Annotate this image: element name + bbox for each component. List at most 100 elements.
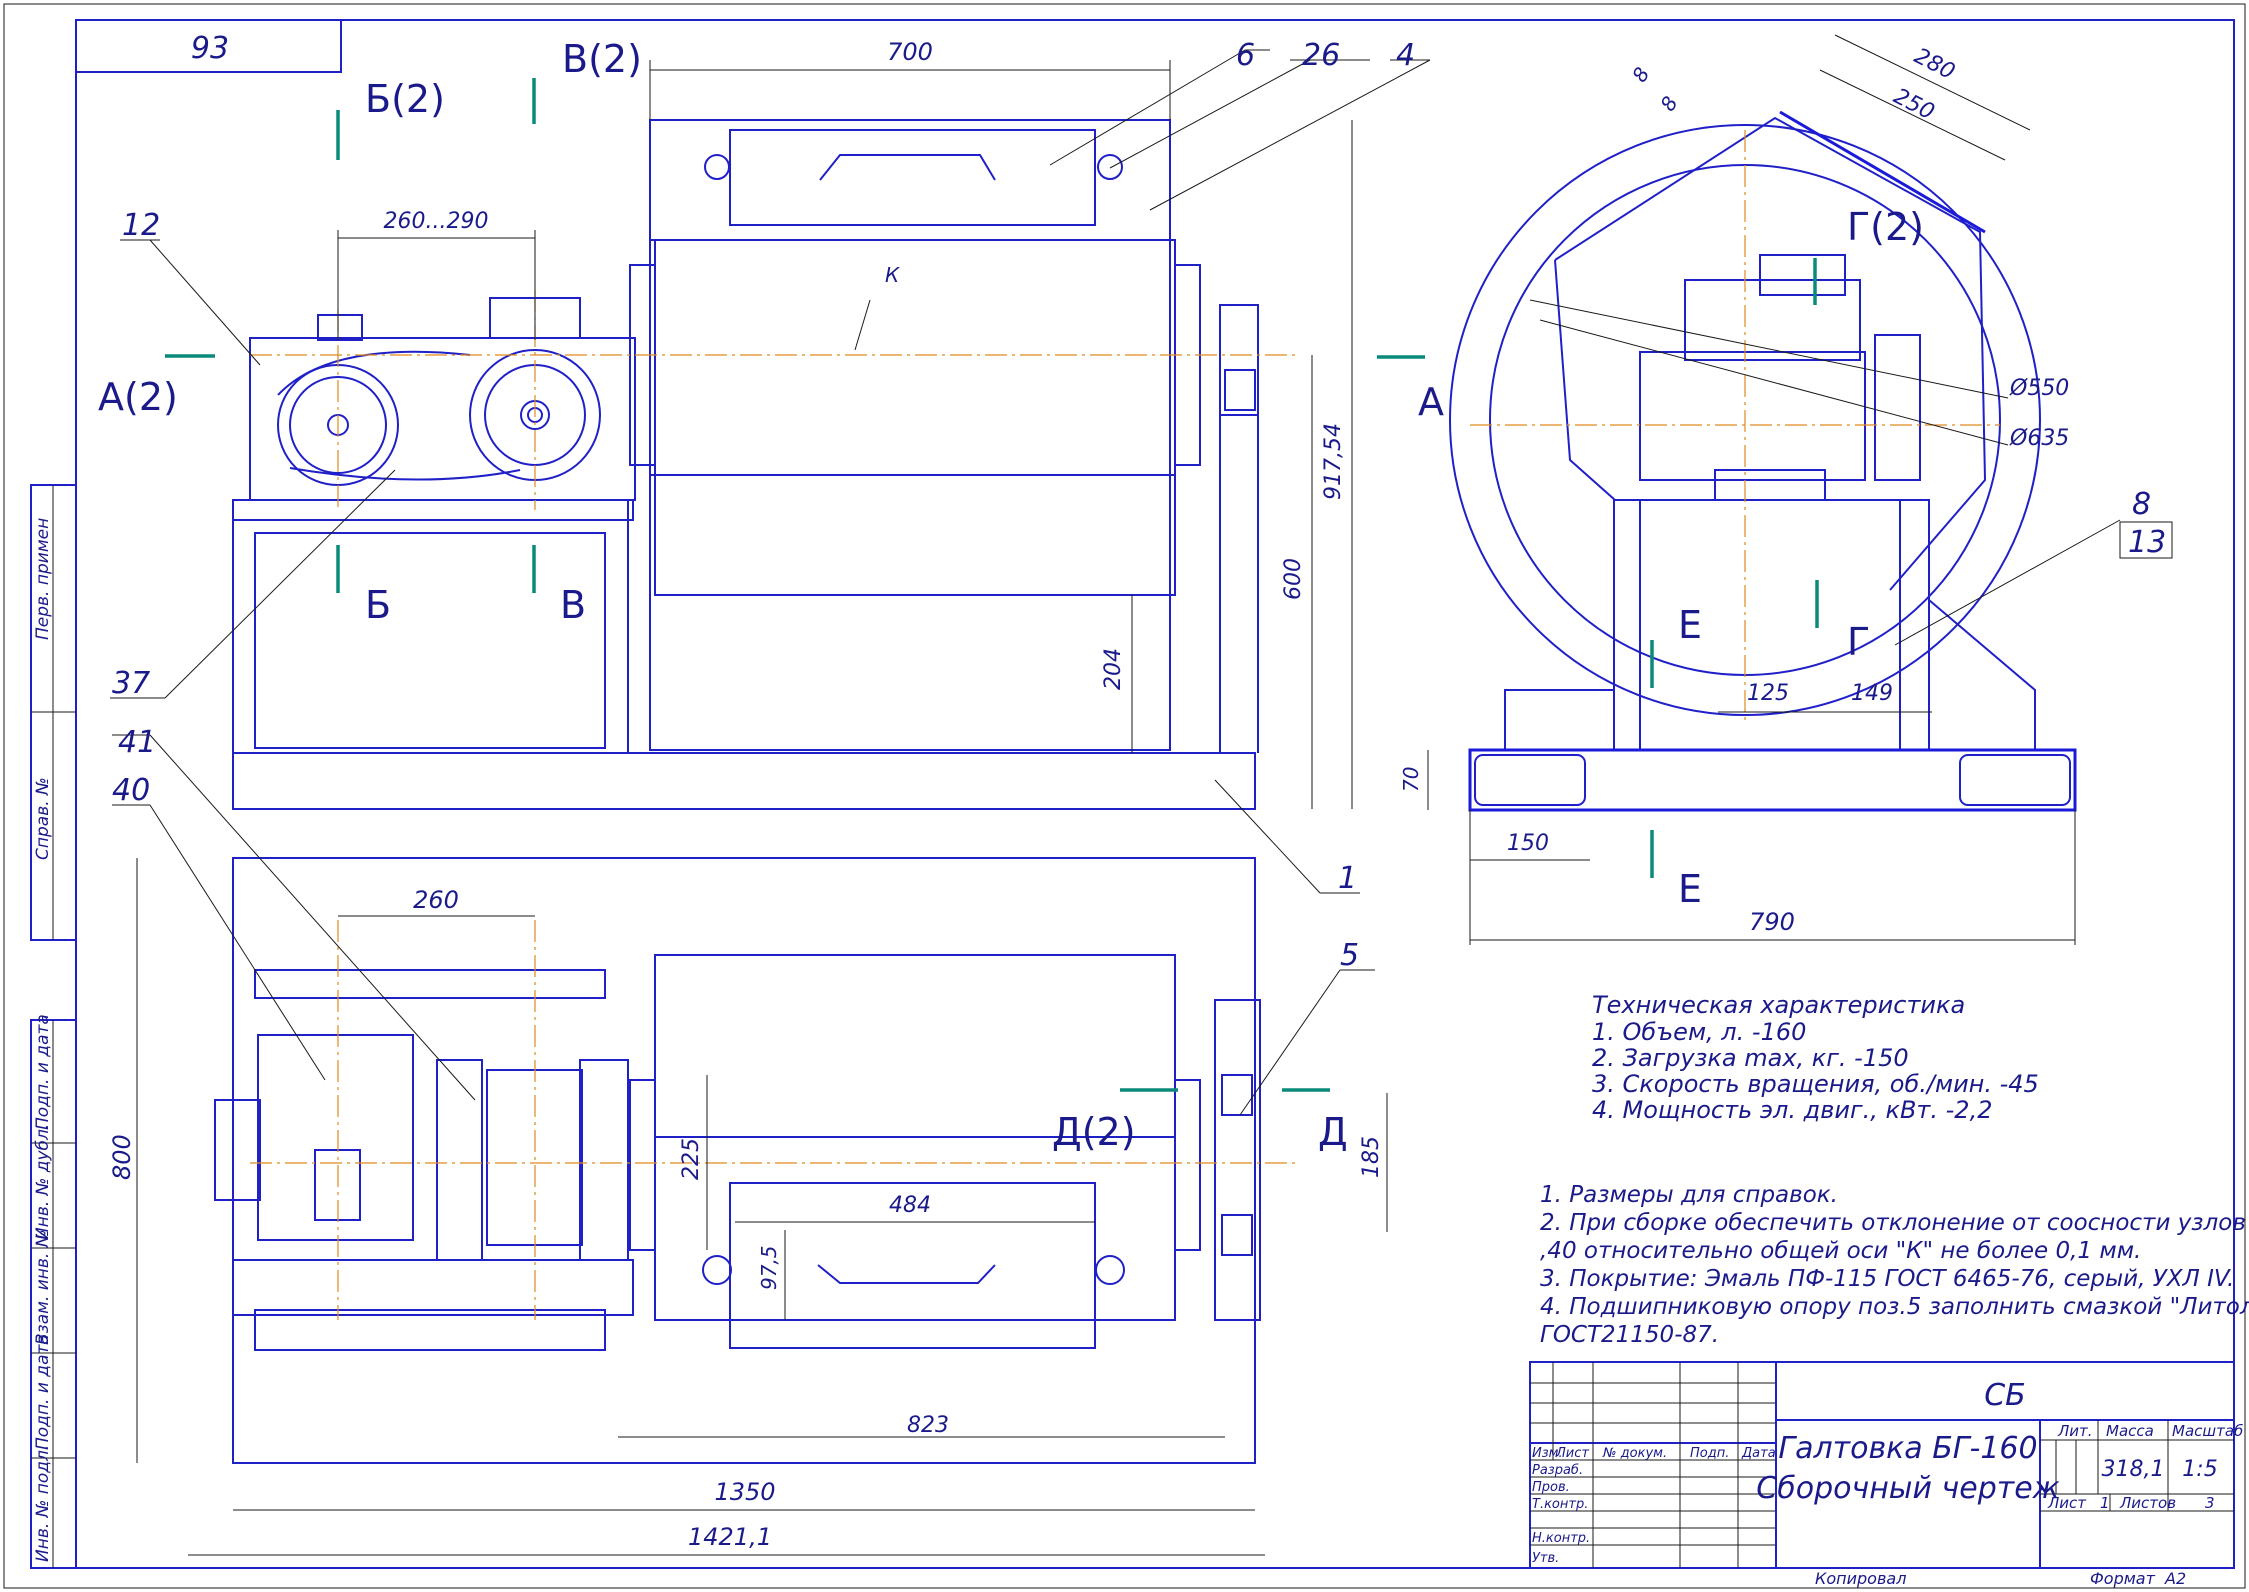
footer-format-label: Формат [2090, 1569, 2156, 1588]
hatch-cover [729, 129, 1096, 226]
dim-260: 260 [413, 886, 459, 914]
part-12: 12 [122, 208, 160, 243]
scale-value: 1:5 [2182, 1457, 2217, 1482]
mass-value: 318,1 [2102, 1457, 2165, 1482]
label-d: Д [1318, 1110, 1348, 1154]
top-leaders: 41 40 5 [112, 725, 1375, 1116]
dim-204: 204 [1101, 648, 1126, 690]
dim-8a: 8 [1627, 63, 1654, 86]
front-leaders: 6 26 4 12 37 1 [110, 38, 1431, 896]
dim-250: 250 [1889, 84, 1938, 125]
label-e: Е [1678, 603, 1702, 647]
sheet-value: 1 [2100, 1494, 2110, 1512]
side-section-marks: Г(2) Г Е Е [1650, 205, 1924, 911]
part-6: 6 [1236, 38, 1255, 73]
part-1: 1 [1338, 861, 1357, 896]
drum [654, 239, 1176, 596]
dim-1350: 1350 [714, 1478, 775, 1506]
dim-917: 917,54 [1321, 423, 1346, 500]
dim-125: 125 [1747, 681, 1789, 706]
row-utv: Утв. [1532, 1551, 1559, 1566]
side-view [1449, 110, 2077, 812]
label-v2: В(2) [562, 37, 642, 81]
part-5: 5 [1340, 938, 1359, 973]
label-b: Б [365, 583, 391, 627]
drum-circle-635 [1449, 124, 2041, 716]
row-nkontr: Н.контр. [1532, 1531, 1590, 1546]
top-dimensions: 260 800 225 484 97,5 185 823 1350 1421,1… [108, 858, 1388, 1556]
note-1: 1. Размеры для справок. [1540, 1182, 1838, 1208]
drum-frame [649, 119, 1171, 751]
left-flange [629, 264, 656, 466]
top-view [214, 857, 1300, 1464]
spec-line-2: 2. Загрузка max, кг. -150 [1592, 1044, 1909, 1072]
dim-150: 150 [1507, 831, 1549, 856]
sheet-outer-border [3, 3, 2246, 1589]
label-e-bottom: Е [1678, 867, 1702, 911]
doc-code: СБ [1984, 1378, 2026, 1413]
footer-format-value: A2 [2164, 1569, 2186, 1588]
row-prov: Пров. [1532, 1480, 1570, 1495]
side-label-inv: Инв. № подл. [33, 1445, 53, 1562]
dim-550: Ø550 [2009, 376, 2069, 401]
mass-label: Масса [2106, 1422, 2154, 1440]
note-2b: ,40 относительно общей оси "К" не более … [1540, 1238, 2141, 1264]
front-dimensions: 700 260...290 917,54 600 204 К [337, 38, 1353, 809]
part-26: 26 [1302, 38, 1340, 73]
motor-plan [257, 1034, 414, 1241]
footer-copied: Копировал [1815, 1569, 1906, 1588]
part-37: 37 [112, 666, 150, 701]
col-sign: Подп. [1690, 1446, 1729, 1461]
dim-700: 700 [887, 38, 933, 66]
side-label-sprav: Справ. № [33, 777, 53, 860]
label-b2: Б(2) [365, 77, 445, 121]
note-4b: ГОСТ21150-87. [1540, 1322, 1719, 1348]
note-2: 2. При сборке обеспечить отклонение от с… [1540, 1210, 2249, 1236]
small-pulley [289, 376, 387, 474]
label-a2: А(2) [98, 375, 178, 419]
tech-specs: Техническая характеристика 1. Объем, л. … [1592, 991, 2039, 1124]
sheets-value: 3 [2205, 1494, 2215, 1512]
dim-635: Ø635 [2009, 426, 2069, 451]
bearing-block [1219, 304, 1259, 416]
dim-185: 185 [1359, 1136, 1384, 1178]
side-label-dubl: Инв. № дубл. [33, 1124, 53, 1240]
part-4: 4 [1396, 38, 1415, 73]
dim-260-290: 260...290 [384, 209, 489, 234]
sheet-inner-frame [75, 19, 2235, 1569]
title-name-2: Сборочный чертеж [1756, 1471, 2059, 1506]
dim-800: 800 [108, 1134, 136, 1180]
col-doc: № докум. [1602, 1446, 1667, 1461]
motor-housing [254, 532, 606, 749]
sheets-label: Листов [2119, 1494, 2176, 1512]
label-g2: Г(2) [1847, 205, 1924, 249]
dim-823: 823 [907, 1413, 949, 1438]
label-g: Г [1847, 620, 1870, 664]
base-frame [232, 752, 1256, 810]
side-label-vzam: Взам. инв. № [33, 1230, 53, 1345]
plan-frame [232, 857, 1256, 1464]
scale-label: Масштаб [2172, 1422, 2243, 1440]
front-view [232, 119, 1300, 810]
front-section-marks: Б(2) В(2) А(2) А Б В [98, 37, 1444, 627]
part-8: 8 [2132, 487, 2151, 522]
title-block: СБ Галтовка БГ-160 Сборочный чертеж Изм.… [1529, 1361, 2243, 1569]
side-strip: Перв. примен Справ. № Подп. и дата Инв. … [30, 484, 77, 1569]
dim-1421: 1421,1 [688, 1523, 772, 1551]
spec-line-4: 4. Мощность эл. двиг., кВт. -2,2 [1592, 1096, 1992, 1124]
corner-code: 93 [191, 31, 229, 66]
col-izm: Изм. [1532, 1446, 1563, 1461]
dim-8b: 8 [1655, 92, 1682, 115]
specs-title: Техническая характеристика [1592, 991, 1965, 1019]
dim-149: 149 [1851, 681, 1893, 706]
spec-line-3: 3. Скорость вращения, об./мин. -45 [1592, 1070, 2039, 1098]
row-razrab: Разраб. [1532, 1463, 1583, 1478]
row-tkontr: Т.контр. [1532, 1497, 1588, 1512]
side-label-podp2: Подп. и дата [33, 1334, 53, 1450]
dim-280: 280 [1910, 44, 1959, 85]
side-label-podp1: Подп. и дата [33, 1014, 53, 1130]
dim-97: 97,5 [757, 1245, 781, 1290]
base-rail [1468, 748, 2077, 812]
dim-225: 225 [679, 1138, 704, 1180]
